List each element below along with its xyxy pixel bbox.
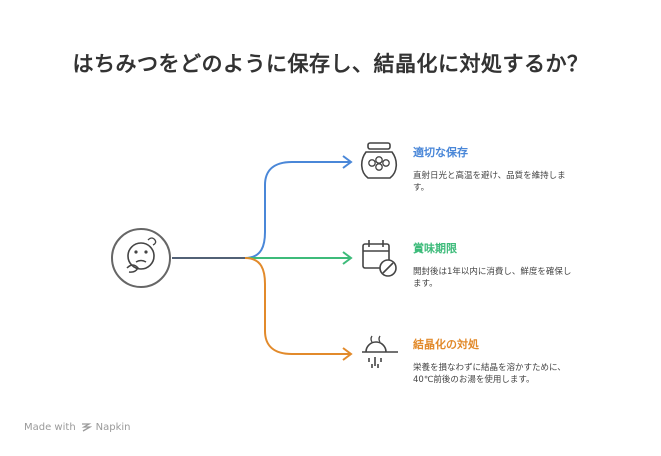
thinking-face-icon — [111, 228, 171, 288]
branch-heading: 適切な保存 — [413, 146, 468, 159]
calendar-prohibited-icon — [362, 240, 397, 277]
arrow-crystallization — [342, 347, 353, 361]
branch-desc-line: す。 — [413, 183, 430, 193]
branch-heading: 賞味期限 — [413, 242, 457, 255]
branch-desc-line: 直射日光と高温を避け、品質を維持しま — [413, 171, 566, 181]
arrow-proper-storage — [342, 155, 353, 169]
branch-heading: 結晶化の対処 — [413, 338, 479, 351]
brand-label: Napkin — [95, 421, 131, 433]
page-title: はちみつをどのように保存し、結晶化に対処するか？ — [72, 52, 589, 76]
branch-expiry: 賞味期限 開封後は1年以内に消費し、鮮度を確保し ます。 — [413, 240, 613, 290]
made-with-label: Made with — [24, 421, 76, 433]
napkin-logo-icon — [81, 423, 92, 432]
branch-desc-line: ます。 — [413, 279, 438, 289]
branch-crystallization: 結晶化の対処 栄養を損なわずに結晶を溶かすために、 40℃前後のお湯を使用します… — [413, 336, 613, 386]
branch-desc-line: 栄養を損なわずに結晶を溶かすために、 — [413, 363, 566, 373]
branch-desc-line: 開封後は1年以内に消費し、鮮度を確保し — [413, 267, 572, 277]
connector-crystallization — [244, 257, 351, 355]
branch-desc-line: 40℃前後のお湯を使用します。 — [413, 375, 535, 385]
footer: Made with Napkin — [24, 421, 131, 433]
connector-proper-storage — [172, 161, 351, 259]
honey-jar-icon — [360, 142, 398, 179]
branch-proper-storage: 適切な保存 直射日光と高温を避け、品質を維持しま す。 — [413, 144, 613, 194]
warm-water-icon — [362, 335, 398, 368]
arrow-expiry — [342, 251, 353, 265]
